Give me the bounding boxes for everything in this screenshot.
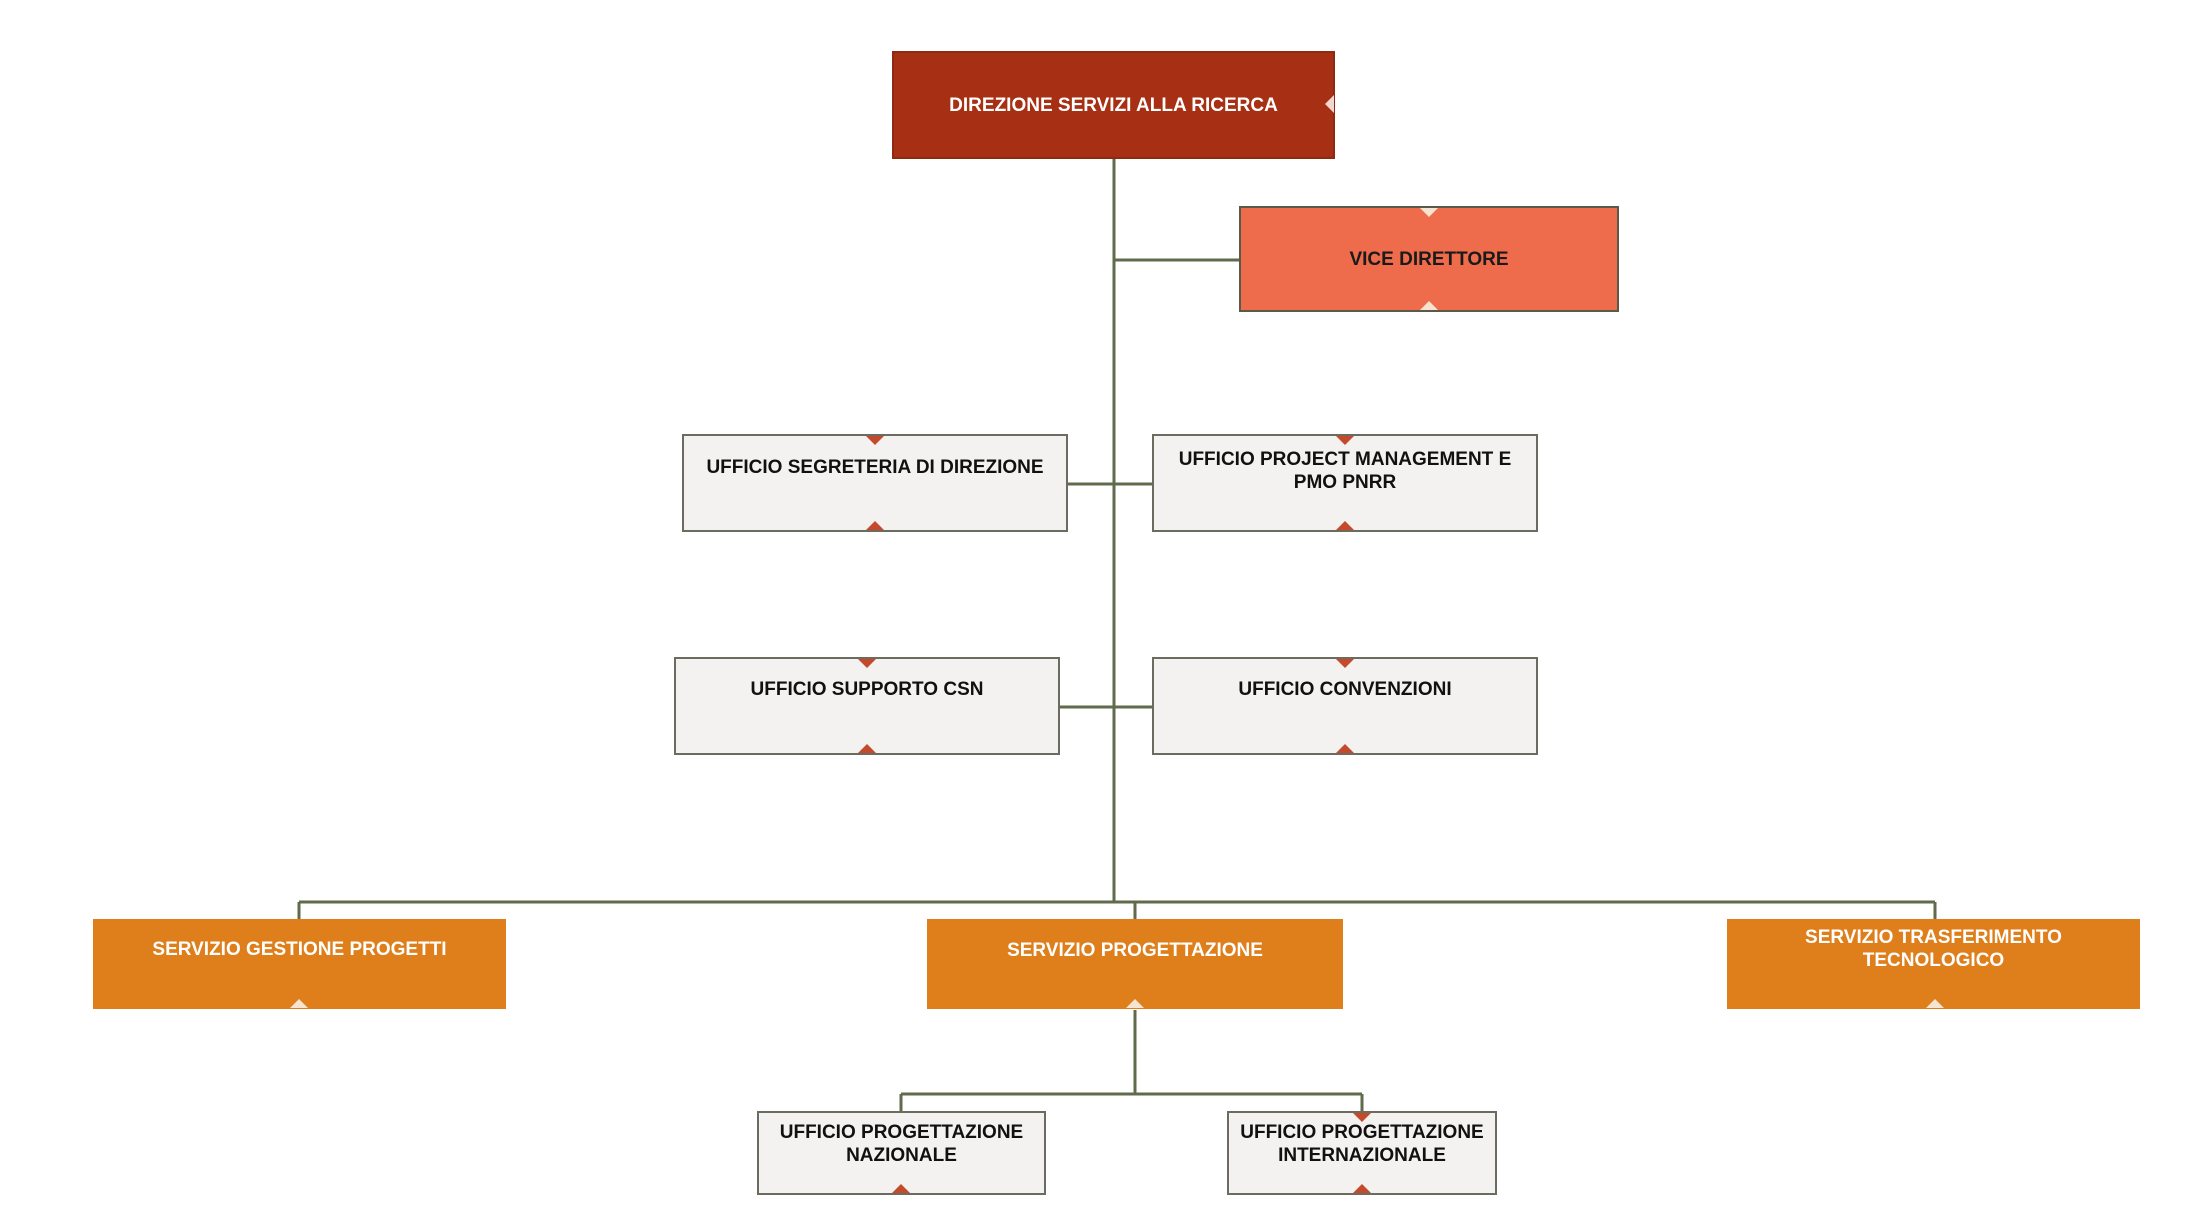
node-ufficio-segreteria[interactable]: UFFICIO SEGRETERIA DI DIREZIONE [682, 434, 1068, 532]
top-handle-icon [1336, 659, 1354, 668]
node-vice-direttore[interactable]: VICE DIRETTORE [1239, 206, 1619, 312]
node-ufficio-convenzioni[interactable]: UFFICIO CONVENZIONI [1152, 657, 1538, 755]
node-servizio-gestione-progetti[interactable]: SERVIZIO GESTIONE PROGETTI [93, 919, 506, 1009]
bottom-handle-icon [1336, 521, 1354, 530]
node-label: UFFICIO PROGETTAZIONE INTERNAZIONALE [1240, 1122, 1484, 1166]
bottom-handle-icon [1420, 301, 1438, 310]
top-handle-icon [866, 436, 884, 445]
bottom-handle-icon [1336, 744, 1354, 753]
node-ufficio-progettazione-internazionale[interactable]: UFFICIO PROGETTAZIONE INTERNAZIONALE [1227, 1111, 1497, 1195]
top-handle-icon [1353, 1113, 1371, 1122]
node-label: UFFICIO SEGRETERIA DI DIREZIONE [706, 456, 1044, 478]
node-servizio-progettazione[interactable]: SERVIZIO PROGETTAZIONE [927, 919, 1343, 1009]
node-ufficio-supporto-csn[interactable]: UFFICIO SUPPORTO CSN [674, 657, 1060, 755]
top-handle-icon [1420, 208, 1438, 217]
node-label: VICE DIRETTORE [1349, 248, 1509, 270]
node-label: SERVIZIO GESTIONE PROGETTI [152, 938, 447, 960]
node-direzione-servizi-ricerca[interactable]: DIREZIONE SERVIZI ALLA RICERCA [892, 51, 1335, 159]
top-handle-icon [1336, 436, 1354, 445]
top-handle-icon [858, 659, 876, 668]
bottom-handle-icon [1353, 1184, 1371, 1193]
bottom-handle-icon [892, 1184, 910, 1193]
node-label: UFFICIO SUPPORTO CSN [750, 678, 984, 700]
collapse-handle-icon[interactable] [1325, 95, 1334, 113]
node-servizio-trasferimento-tecnologico[interactable]: SERVIZIO TRASFERIMENTO TECNOLOGICO [1727, 919, 2140, 1009]
node-label: SERVIZIO PROGETTAZIONE [1007, 939, 1263, 961]
node-label: UFFICIO PROGETTAZIONE NAZIONALE [779, 1122, 1024, 1166]
node-label: DIREZIONE SERVIZI ALLA RICERCA [949, 94, 1278, 116]
bottom-handle-icon [1926, 999, 1944, 1008]
node-ufficio-progettazione-nazionale[interactable]: UFFICIO PROGETTAZIONE NAZIONALE [757, 1111, 1046, 1195]
node-label: UFFICIO PROJECT MANAGEMENT E PMO PNRR [1178, 449, 1512, 493]
node-label: UFFICIO CONVENZIONI [1238, 678, 1452, 700]
bottom-handle-icon [1126, 999, 1144, 1008]
node-label: SERVIZIO TRASFERIMENTO TECNOLOGICO [1805, 927, 2062, 971]
node-ufficio-project-management[interactable]: UFFICIO PROJECT MANAGEMENT E PMO PNRR [1152, 434, 1538, 532]
bottom-handle-icon [866, 521, 884, 530]
bottom-handle-icon [290, 999, 308, 1008]
bottom-handle-icon [858, 744, 876, 753]
